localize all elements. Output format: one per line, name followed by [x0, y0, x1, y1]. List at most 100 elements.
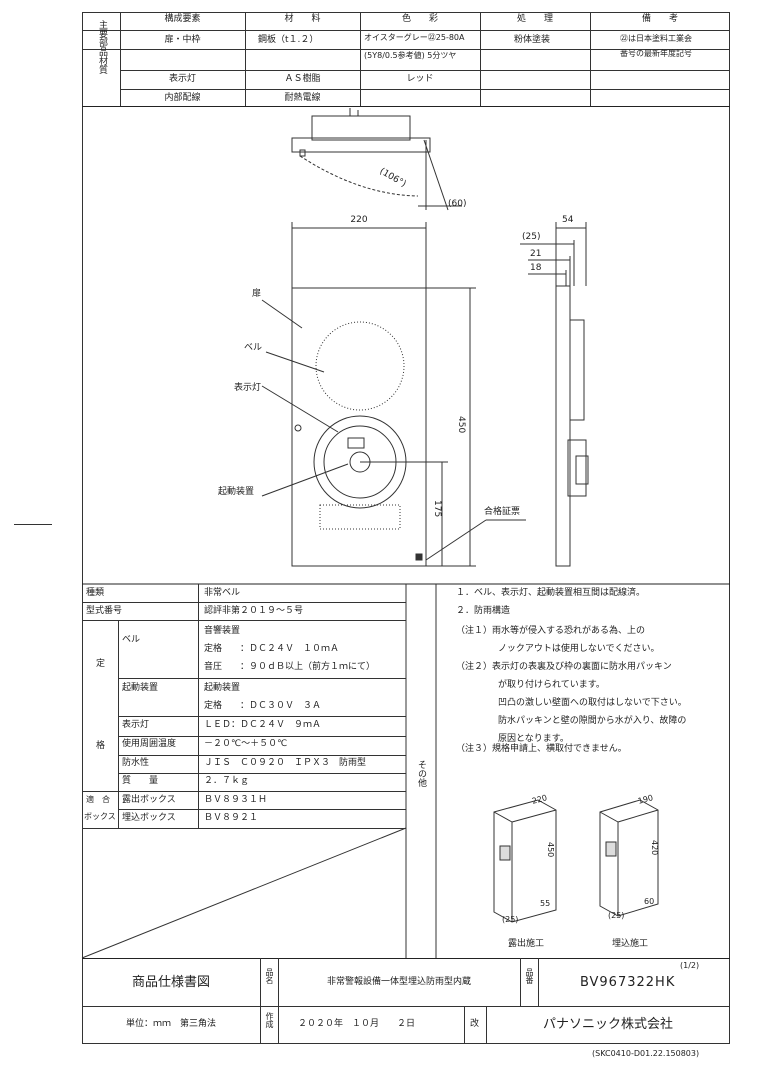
spec-temp-value: －２０℃～＋５０℃: [204, 739, 288, 749]
label-cert: 合格証票: [484, 507, 521, 517]
spec-mass-label: 質 量: [122, 776, 159, 786]
materials-side-label: 主要部品材質: [97, 20, 107, 74]
dim-height: 450: [456, 416, 466, 434]
embedded-depth-2: 60: [644, 897, 655, 906]
exposed-depth: (25): [502, 915, 519, 924]
spec-exposed-value: ＢＶ８９３１Ｈ: [204, 795, 268, 805]
spec-bell-line-3: 音圧 ：９０ｄＢ以上（前方１ｍにて）: [204, 662, 376, 672]
name-label: 品名: [265, 968, 274, 984]
spec-bell-label: ベル: [122, 635, 141, 645]
spec-box-group-top: 適 合: [86, 795, 110, 804]
spec-trigger-label: 起動装置: [122, 683, 159, 693]
spec-bell-line-2: 定格 ：ＤＣ２４Ｖ １０ｍＡ: [204, 644, 340, 654]
note-line-5: （注２）表示灯の表裏及び枠の裏面に防水用パッキン: [456, 662, 672, 672]
note-line-9: 原因となります。: [498, 734, 569, 744]
unit-note: 単位：ｍｍ 第三角法: [125, 1019, 216, 1029]
row-wiring-element: 内部配線: [164, 93, 201, 103]
spec-mass-value: ２．７ｋｇ: [204, 776, 250, 786]
dim-depth: 54: [562, 215, 574, 225]
row-door-remark-2: 番号の最新年度記号: [620, 49, 692, 58]
header-element: 構成要素: [164, 14, 201, 24]
spec-bell-line-1: 音響装置: [204, 626, 241, 636]
label-trigger: 起動装置: [218, 487, 255, 497]
note-line-4: ノックアウトは使用しないでください。: [498, 644, 660, 654]
spec-group-spec: 格: [96, 741, 106, 751]
product-number: BV967322HK: [580, 975, 676, 990]
label-lamp: 表示灯: [234, 383, 262, 393]
number-label: 品番: [525, 968, 534, 984]
product-name: 非常警報設備一体型埋込防雨型内蔵: [326, 977, 471, 987]
row-lamp-color: レッド: [406, 74, 434, 84]
spec-type-value: 非常ベル: [204, 588, 241, 598]
spec-model-value: 認評非第２０１９～５号: [204, 606, 304, 616]
exposed-box-sketch: [493, 799, 557, 923]
created-date: ２０２０年 １０月 ２日: [298, 1019, 416, 1029]
header-treatment: 処 理: [516, 14, 553, 24]
spec-exposed-label: 露出ボックス: [122, 795, 176, 805]
spec-water-label: 防水性: [122, 758, 150, 768]
embedded-depth: (25): [608, 911, 625, 920]
embedded-height: 420: [650, 840, 659, 856]
top-view-body: [311, 115, 411, 141]
row-door-color-2: (5Y8/0.5参考値) 5分ツヤ: [364, 51, 457, 60]
spec-water-value: ＪＩＳ Ｃ０９２０ ＩＰＸ３ 防雨型: [204, 758, 367, 768]
spec-model-label: 型式番号: [86, 606, 123, 616]
row-door-material: 鋼板（t１.２）: [258, 35, 319, 45]
company-name: パナソニック株式会社: [542, 1017, 673, 1032]
rev-label: 改: [470, 1019, 480, 1029]
row-door-remark-1: ㉒は日本塗料工業会: [620, 34, 692, 43]
side-view-frame: [555, 285, 571, 567]
row-wiring-material: 耐熱電線: [284, 93, 321, 103]
dim-25: (25): [522, 232, 541, 242]
header-color: 色 彩: [401, 14, 438, 24]
spec-type-label: 種類: [86, 588, 105, 598]
label-bell: ベル: [244, 343, 263, 353]
notes-side-label: その他: [416, 760, 426, 787]
spec-group-rating: 定: [96, 659, 106, 669]
top-view-frame: [291, 137, 431, 153]
spec-embedded-label: 埋込ボックス: [122, 813, 176, 823]
spec-box-group-bottom: ボックス: [84, 812, 116, 821]
embedded-box-sketch: [599, 799, 659, 917]
open-arc: [299, 155, 419, 197]
spec-lamp-value: ＬＥＤ：ＤＣ２４Ｖ ９ｍＡ: [204, 720, 322, 730]
spec-temp-label: 使用周囲温度: [122, 739, 177, 749]
doc-type: 商品仕様書図: [131, 975, 210, 990]
margin-mark: [14, 524, 52, 525]
opened-door-line: [423, 139, 449, 211]
row-lamp-material: ＡＳ樹脂: [284, 74, 321, 84]
row-lamp-element: 表示灯: [168, 74, 196, 84]
exposed-height: 450: [546, 842, 555, 858]
spec-embedded-value: ＢＶ８９２１: [204, 813, 259, 823]
note-line-10: （注３）規格申請上、横取付できません。: [456, 744, 627, 754]
header-material: 材 料: [284, 14, 321, 24]
exposed-depth-2: 55: [540, 899, 551, 908]
spec-trigger-line-1: 起動装置: [204, 683, 241, 693]
dim-width: 220: [350, 215, 368, 225]
bell-grille: [315, 321, 405, 411]
label-door: 扉: [252, 289, 262, 299]
sheet-number: (1/2): [680, 961, 700, 970]
dim-hinge-offset: (60): [448, 199, 467, 209]
row-door-element: 扉・中枠: [164, 35, 201, 45]
exposed-caption: 露出施工: [508, 939, 545, 949]
spec-trigger-line-2: 定格 ：ＤＣ３０Ｖ ３Ａ: [204, 701, 322, 711]
cert-plate: [415, 553, 423, 561]
row-door-color-1: オイスターグレー㉒25-80A: [364, 33, 465, 42]
embedded-caption: 埋込施工: [612, 939, 649, 949]
spec-lamp-label: 表示灯: [122, 720, 150, 730]
note-line-2: ２．防雨構造: [456, 606, 511, 616]
front-door-outline: [291, 287, 427, 567]
dim-18: 18: [530, 263, 542, 273]
note-line-1: １．ベル、表示灯、起動装置相互間は配線済。: [456, 588, 646, 598]
note-line-7: 凹凸の激しい壁面への取付はしないで下さい。: [498, 698, 687, 708]
dim-21: 21: [530, 249, 542, 259]
drawing-sheet: [82, 12, 730, 1044]
made-label: 作成: [265, 1012, 274, 1028]
note-line-8: 防水パッキンと壁の隙間から水が入り、故障の: [498, 716, 687, 726]
header-remark: 備 考: [641, 14, 678, 24]
footer-code: (SKC0410-D01.22.150803): [592, 1049, 700, 1058]
note-line-3: （注１）雨水等が侵入する恐れがある為、上の: [456, 626, 646, 636]
lower-grille: [319, 504, 401, 530]
